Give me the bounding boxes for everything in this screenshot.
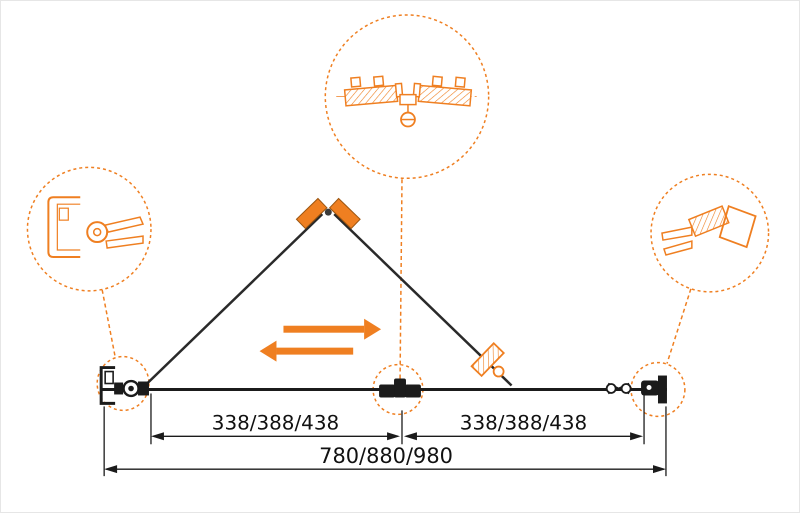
roller-connector-icon [605,382,632,395]
left-segment-dimension: 338/388/438 [212,411,339,434]
slide-direction-arrows [259,318,382,362]
arrow-left-icon [259,340,354,362]
top-leader-line [399,179,403,385]
center-hinge-guide-detail-icon [336,75,478,128]
closing-seal-profile-detail-icon [661,205,757,256]
dimension-labels: 338/388/438 338/388/438 780/880/980 [212,411,587,468]
detail-callout-circles [26,14,770,418]
overall-dimension: 780/880/980 [319,444,453,468]
top-detail-circle [324,14,490,180]
arrow-right-icon [283,318,382,340]
left-detail-circle [26,166,152,292]
door-assembly [99,197,667,405]
wall-profile-hardware [99,366,149,405]
dimension-annotations [103,393,667,477]
leader-lines [101,179,692,385]
right-detail-circle [650,173,770,293]
closing-profile-hardware [605,375,667,404]
fold-hinge-icon [295,197,361,230]
left-panel-line [143,213,324,388]
door-handle-icon [470,342,506,378]
right-leader-line [666,288,692,364]
center-guide-hardware [379,378,421,398]
right-segment-dimension: 338/388/438 [460,411,587,434]
wall-pivot-profile-detail-icon [47,196,145,258]
left-leader-line [101,289,116,357]
